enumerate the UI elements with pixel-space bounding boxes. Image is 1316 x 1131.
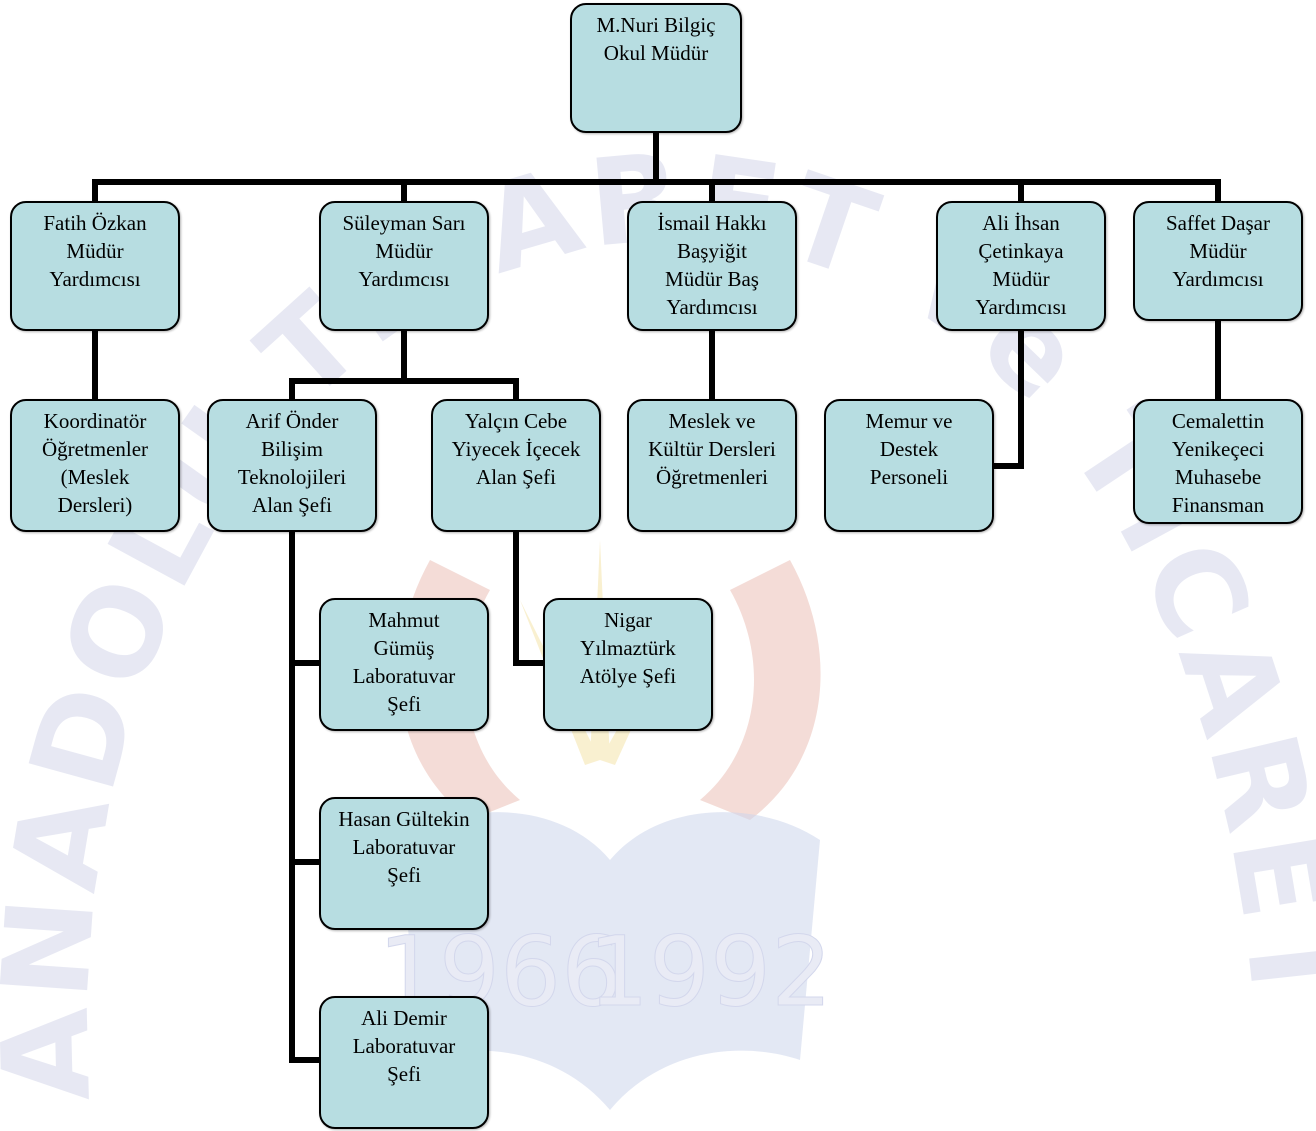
node-vp-ismail-label: İsmail Hakkı Başyiğit Müdür Baş Yardımcı…: [657, 211, 767, 319]
node-hasan: Hasan Gültekin Laboratuvar Şefi: [319, 797, 489, 930]
connector-yalcin-nigar: [513, 529, 548, 666]
watermark-year-right: 1992: [588, 916, 832, 1028]
node-cemalettin-label: Cemalettin Yenikeçeci Muhasebe Finansman…: [1171, 409, 1265, 522]
node-coordinators: Koordinatör Öğretmenler (Meslek Dersleri…: [10, 399, 180, 532]
node-vp-ismail: İsmail Hakkı Başyiğit Müdür Baş Yardımcı…: [627, 201, 797, 331]
node-ali-demir: Ali Demir Laboratuvar Şefi: [319, 996, 489, 1129]
node-arif-label: Arif Önder Bilişim Teknolojileri Alan Şe…: [237, 409, 347, 517]
emblem-book: [400, 812, 820, 1110]
node-vp-fatih: Fatih Özkan Müdür Yardımcısı: [10, 201, 180, 331]
node-yalcin: Yalçın Cebe Yiyecek İçecek Alan Şefi: [431, 399, 601, 532]
node-mahmut: Mahmut Gümüş Laboratuvar Şefi: [319, 598, 489, 731]
node-teachers-label: Meslek ve Kültür Dersleri Öğretmenleri: [648, 409, 776, 489]
node-cemalettin: Cemalettin Yenikeçeci Muhasebe Finansman…: [1133, 399, 1303, 524]
node-mahmut-label: Mahmut Gümüş Laboratuvar Şefi: [352, 608, 456, 716]
node-vp-saffet: Saffet Daşar Müdür Yardımcısı: [1133, 201, 1303, 321]
node-vp-saffet-label: Saffet Daşar Müdür Yardımcısı: [1166, 211, 1270, 291]
emblem-wreath: [399, 560, 821, 820]
node-coordinators-label: Koordinatör Öğretmenler (Meslek Dersleri…: [41, 409, 149, 517]
node-principal-label: M.Nuri Bilgiç Okul Müdür: [596, 13, 716, 65]
node-staff-label: Memur ve Destek Personeli: [865, 409, 953, 489]
connector-ali-staff: [989, 327, 1024, 469]
node-nigar-label: Nigar Yılmaztürk Atölye Şefi: [579, 608, 677, 688]
node-hasan-label: Hasan Gültekin Laboratuvar Şefi: [338, 807, 470, 887]
node-vp-fatih-label: Fatih Özkan Müdür Yardımcısı: [43, 211, 147, 291]
node-vp-ali-label: Ali İhsan Çetinkaya Müdür Yardımcısı: [975, 211, 1067, 319]
node-staff: Memur ve Destek Personeli: [824, 399, 994, 532]
node-yalcin-label: Yalçın Cebe Yiyecek İçecek Alan Şefi: [451, 409, 581, 489]
node-principal: M.Nuri Bilgiç Okul Müdür: [570, 3, 742, 133]
node-vp-suleyman: Süleyman Sarı Müdür Yardımcısı: [319, 201, 489, 331]
node-ali-demir-label: Ali Demir Laboratuvar Şefi: [352, 1006, 456, 1086]
node-nigar: Nigar Yılmaztürk Atölye Şefi: [543, 598, 713, 731]
node-teachers: Meslek ve Kültür Dersleri Öğretmenleri: [627, 399, 797, 532]
node-vp-ali: Ali İhsan Çetinkaya Müdür Yardımcısı: [936, 201, 1106, 331]
node-vp-suleyman-label: Süleyman Sarı Müdür Yardımcısı: [342, 211, 466, 291]
node-arif: Arif Önder Bilişim Teknolojileri Alan Şe…: [207, 399, 377, 532]
